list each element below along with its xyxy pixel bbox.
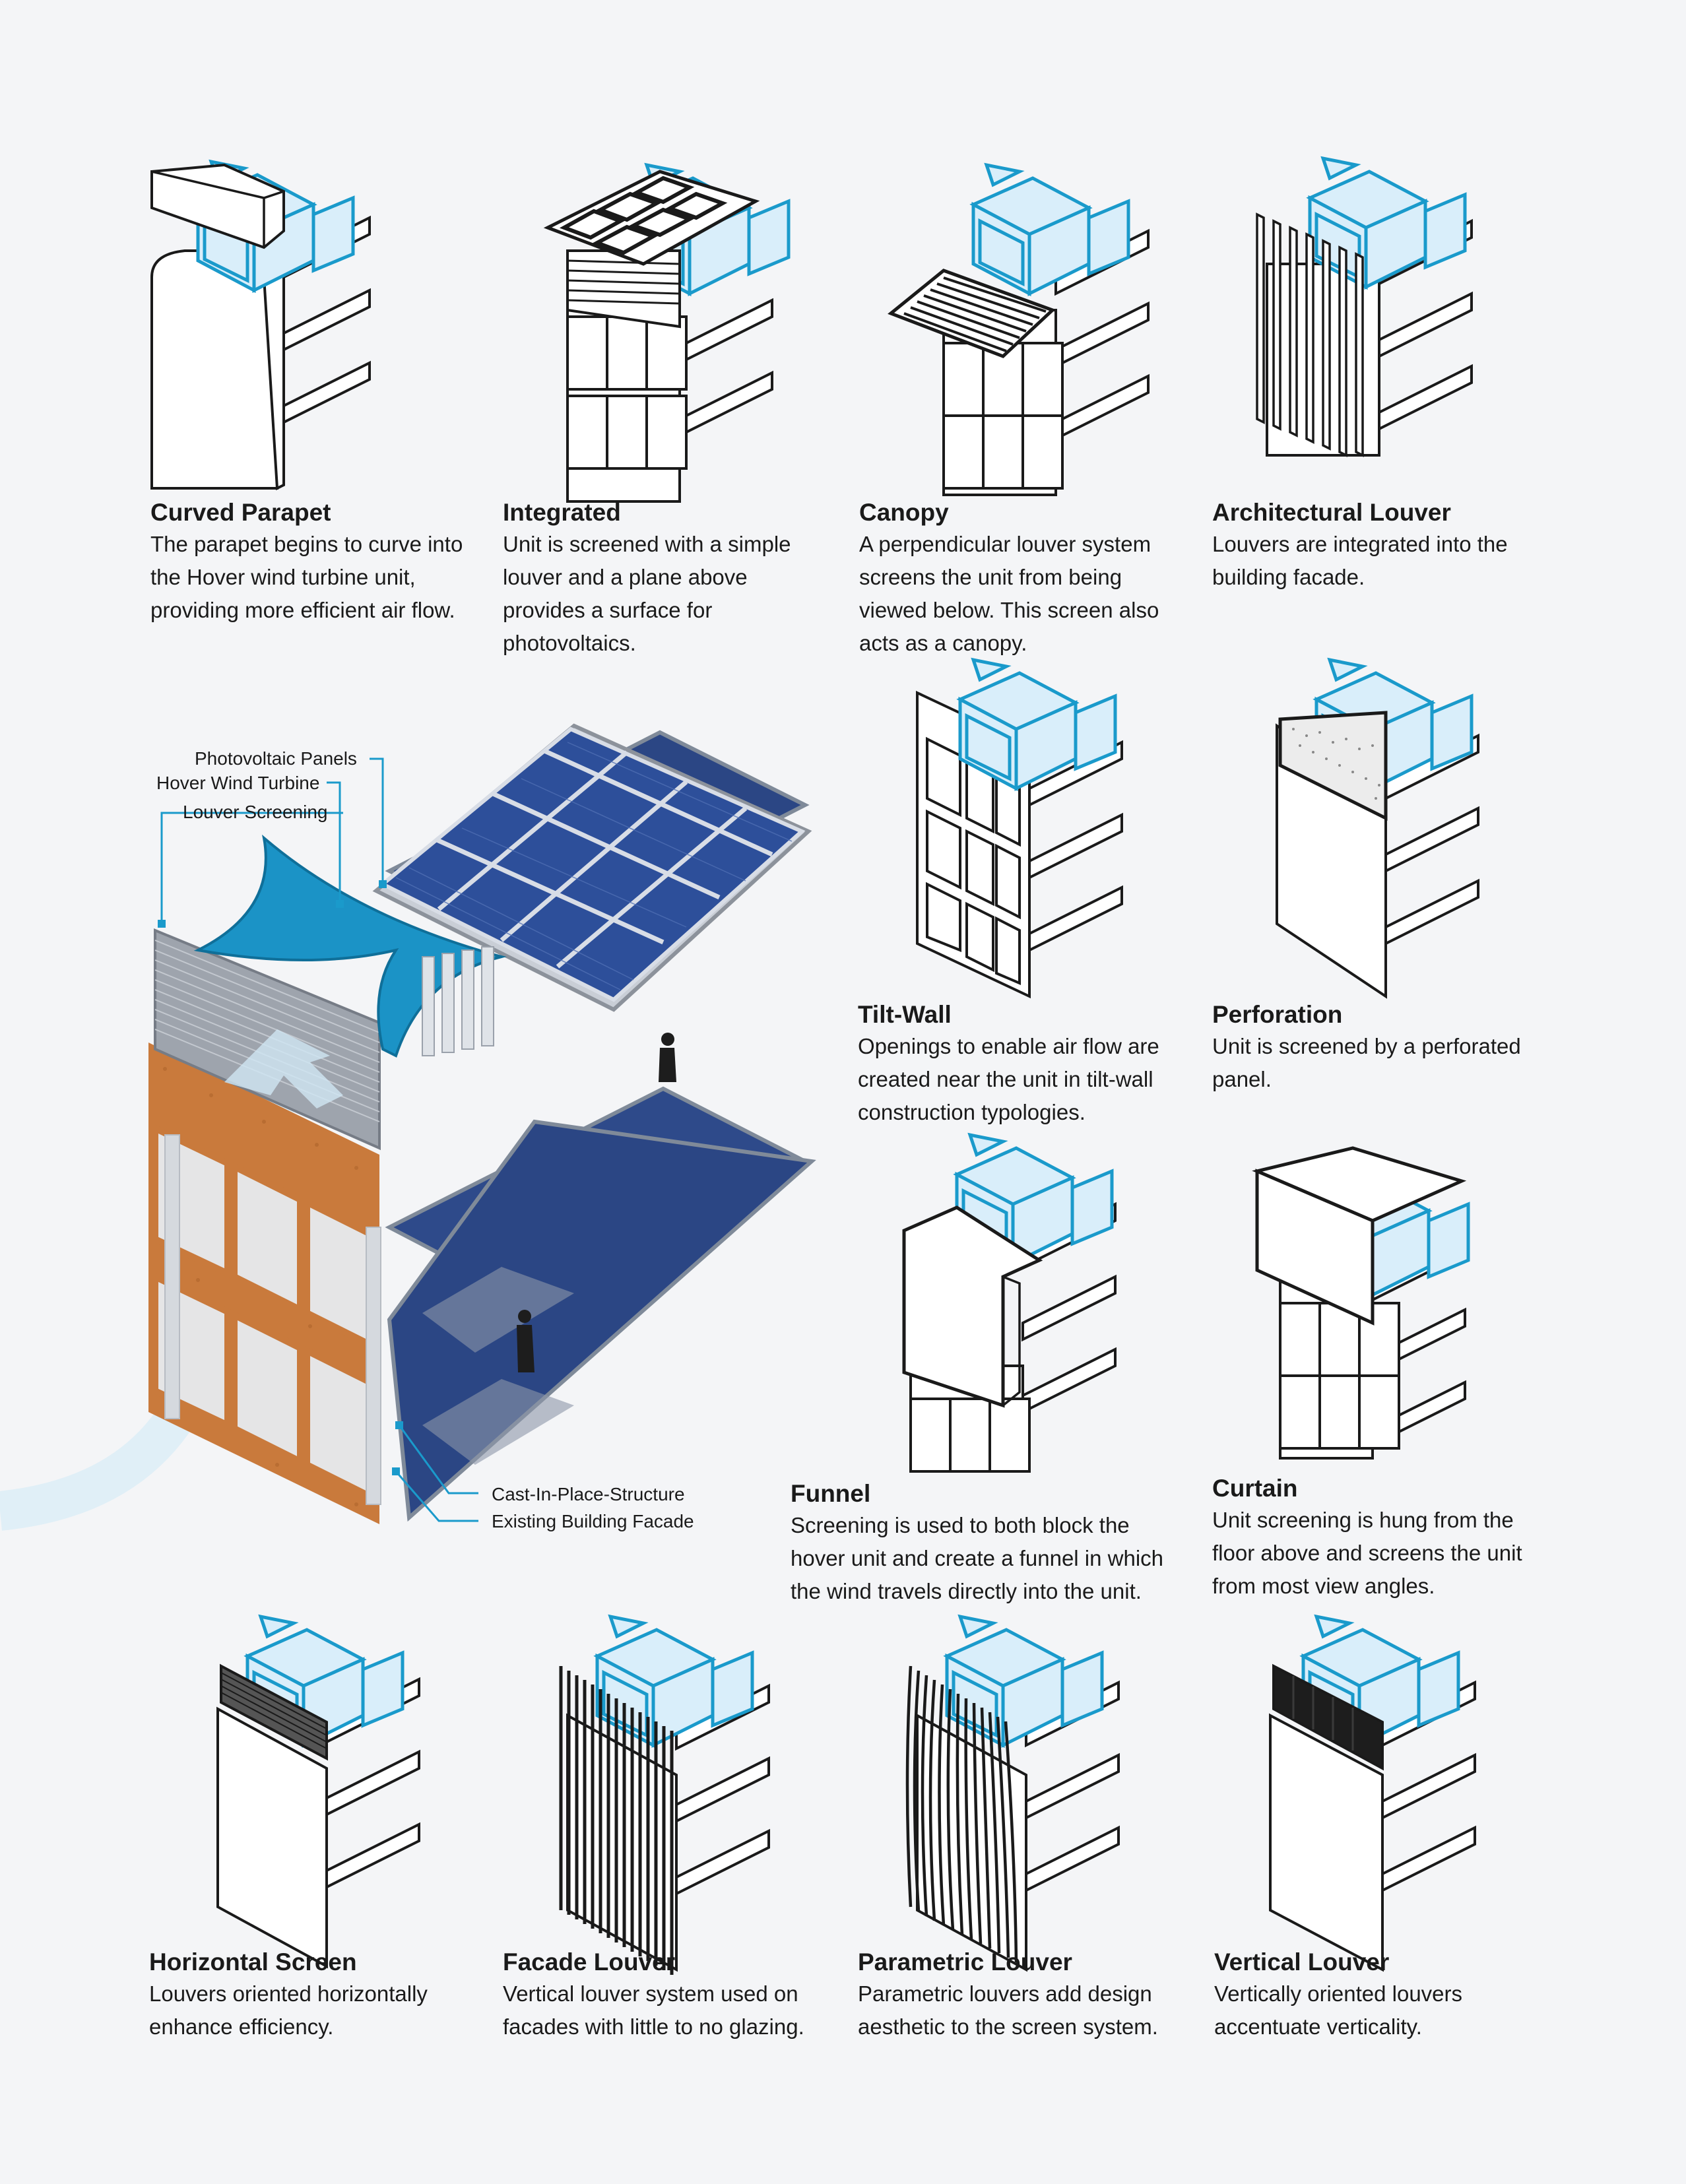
callout-cast-in-place-structure: Cast-In-Place-Structure (492, 1484, 685, 1504)
card-title: Tilt-Wall (858, 1001, 952, 1028)
card-description: Openings to enable air flow are created … (858, 1034, 1159, 1124)
card-description: Unit screening is hung from the floor ab… (1212, 1508, 1522, 1598)
card-title: Integrated (503, 499, 621, 526)
funnel-illustration (902, 1135, 1117, 1473)
card-description: Louvers are integrated into the building… (1212, 532, 1508, 589)
tilt-wall-illustration (916, 660, 1123, 999)
architectural-louver-illustration (1256, 158, 1473, 457)
facade-louver-illustration (559, 1617, 770, 1975)
card-description: Vertical louver system used on facades w… (503, 1981, 804, 2039)
callout-existing-building-facade: Existing Building Facade (492, 1511, 694, 1531)
card-description: Screening is used to both block the hove… (791, 1513, 1164, 1603)
rendered-building-illustration (0, 723, 816, 1531)
card-title: Architectural Louver (1212, 499, 1451, 526)
callout-dots (158, 880, 403, 1475)
card-description: Unit is screened with a simple louver an… (503, 532, 791, 655)
perforation-illustration (1276, 660, 1479, 999)
card-description: Vertically oriented louvers accentuate v… (1214, 1981, 1463, 2039)
card-title: Canopy (859, 499, 949, 526)
card-title: Curved Parapet (150, 499, 331, 526)
card-title: Facade Louver (503, 1948, 676, 1975)
integrated-illustration (543, 165, 789, 503)
card-description: Unit is screened by a perforated panel. (1212, 1034, 1521, 1091)
card-description: Louvers oriented horizontally enhance ef… (149, 1981, 428, 2039)
canopy-illustration (888, 165, 1150, 496)
card-title: Perforation (1212, 1001, 1343, 1028)
vertical-louver-illustration (1269, 1617, 1476, 1972)
card-title: Funnel (791, 1480, 871, 1507)
card-title: Horizontal Screen (149, 1948, 357, 1975)
callout-hover-wind-turbine: Hover Wind Turbine (156, 773, 320, 793)
callout-louver-screening: Louver Screening (183, 802, 328, 822)
card-title: Curtain (1212, 1475, 1298, 1502)
card-title: Parametric Louver (858, 1948, 1072, 1975)
curved-parapet-illustration (150, 162, 371, 491)
callout-leader-lines (160, 757, 478, 1522)
parametric-louver-illustration (905, 1617, 1120, 1972)
curtain-illustration (1252, 1146, 1468, 1460)
card-description: A perpendicular louver system screens th… (859, 532, 1159, 655)
horizontal-screen-illustration (216, 1617, 420, 1969)
callout-photovoltaic-panels: Photovoltaic Panels (195, 748, 357, 769)
card-description: Parametric louvers add design aesthetic … (858, 1981, 1158, 2039)
card-title: Vertical Louver (1214, 1948, 1390, 1975)
card-description: The parapet begins to curve into the Hov… (150, 532, 463, 622)
